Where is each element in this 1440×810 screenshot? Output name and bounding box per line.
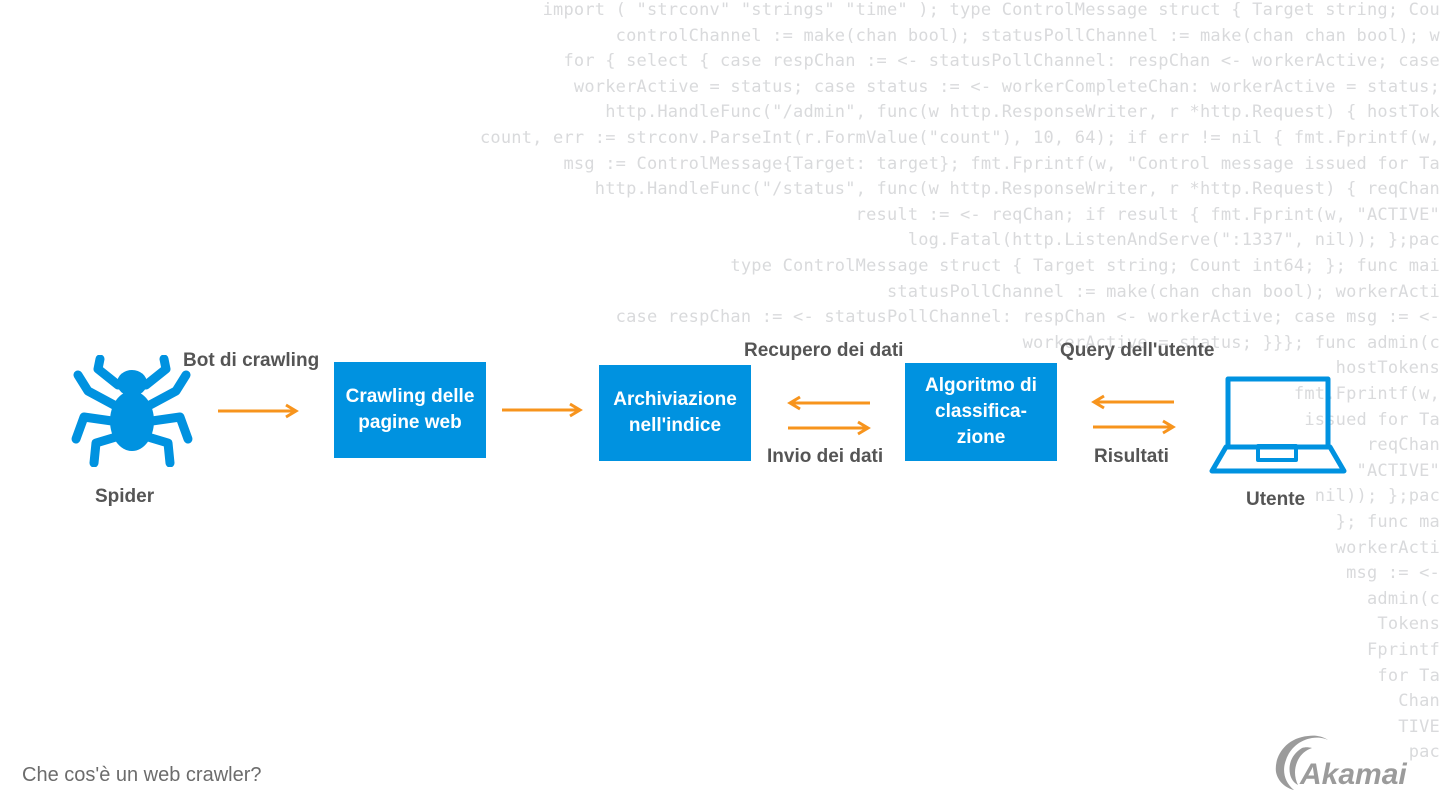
recupero-label: Recupero dei dati (744, 340, 904, 361)
arrow-query (1091, 394, 1174, 410)
code-line: for Ta (1377, 665, 1440, 686)
archiviazione-box: Archiviazione nell'indice (599, 365, 751, 461)
algoritmo-box: Algoritmo di classifica- zione (905, 363, 1057, 461)
spider-icon (71, 355, 193, 467)
page-caption: Che cos'è un web crawler? (22, 764, 262, 786)
akamai-logo-text: Akamai (1299, 758, 1407, 791)
query-label: Query dell'utente (1060, 340, 1215, 361)
code-line: Chan (1398, 691, 1440, 712)
spider-label: Spider (95, 486, 155, 507)
code-line: }; func ma (1335, 512, 1440, 532)
code-line: statusPollChannel := make(chan chan bool… (886, 281, 1440, 302)
code-line: "ACTIVE" (1356, 460, 1440, 481)
laptop-icon (1209, 376, 1347, 474)
code-line: Fprintf (1366, 640, 1440, 660)
arrow-invio (788, 420, 871, 436)
code-line: hostTokens (1335, 358, 1440, 379)
code-line: count, err := strconv.ParseInt(r.FormVal… (479, 128, 1440, 148)
code-line: case respChan := <- statusPollChannel: r… (615, 307, 1440, 328)
crawling-box: Crawling delle pagine web (334, 362, 486, 458)
arrow-risultati (1093, 419, 1176, 435)
code-line: msg := ControlMessage{Target: target}; f… (563, 153, 1440, 174)
bot-label: Bot di crawling (183, 350, 320, 371)
risultati-label: Risultati (1094, 446, 1169, 467)
code-line: result := <- reqChan; if result { fmt.Fp… (855, 204, 1440, 225)
code-line: controlChannel := make(chan bool); statu… (615, 25, 1440, 46)
utente-label: Utente (1246, 489, 1306, 510)
code-line: log.Fatal(http.ListenAndServe(":1337", n… (907, 230, 1440, 251)
code-line: admin(c (1366, 588, 1440, 609)
code-line: msg := <- (1346, 563, 1440, 584)
code-line: nil)); };pac (1314, 486, 1440, 507)
code-line: workerActive = status; case status := <-… (573, 76, 1440, 97)
akamai-logo: Akamai (1275, 735, 1407, 791)
arrow-recupero (787, 395, 870, 411)
arrow-spider-to-crawling (218, 403, 299, 419)
code-line: workerActi (1335, 537, 1440, 558)
invio-label: Invio dei dati (767, 446, 884, 467)
arrow-crawling-to-archiviazione (502, 402, 583, 418)
code-line: type ControlMessage struct { Target stri… (730, 256, 1440, 276)
code-line: for { select { case respChan := <- statu… (563, 51, 1440, 72)
code-line: import ( "strconv" "strings" "time" ); t… (542, 0, 1440, 20)
code-line: http.HandleFunc("/status", func(w http.R… (594, 179, 1440, 200)
code-line: http.HandleFunc("/admin", func(w http.Re… (605, 102, 1440, 123)
code-line: reqChan (1366, 435, 1440, 456)
code-line: Tokens (1377, 614, 1440, 635)
